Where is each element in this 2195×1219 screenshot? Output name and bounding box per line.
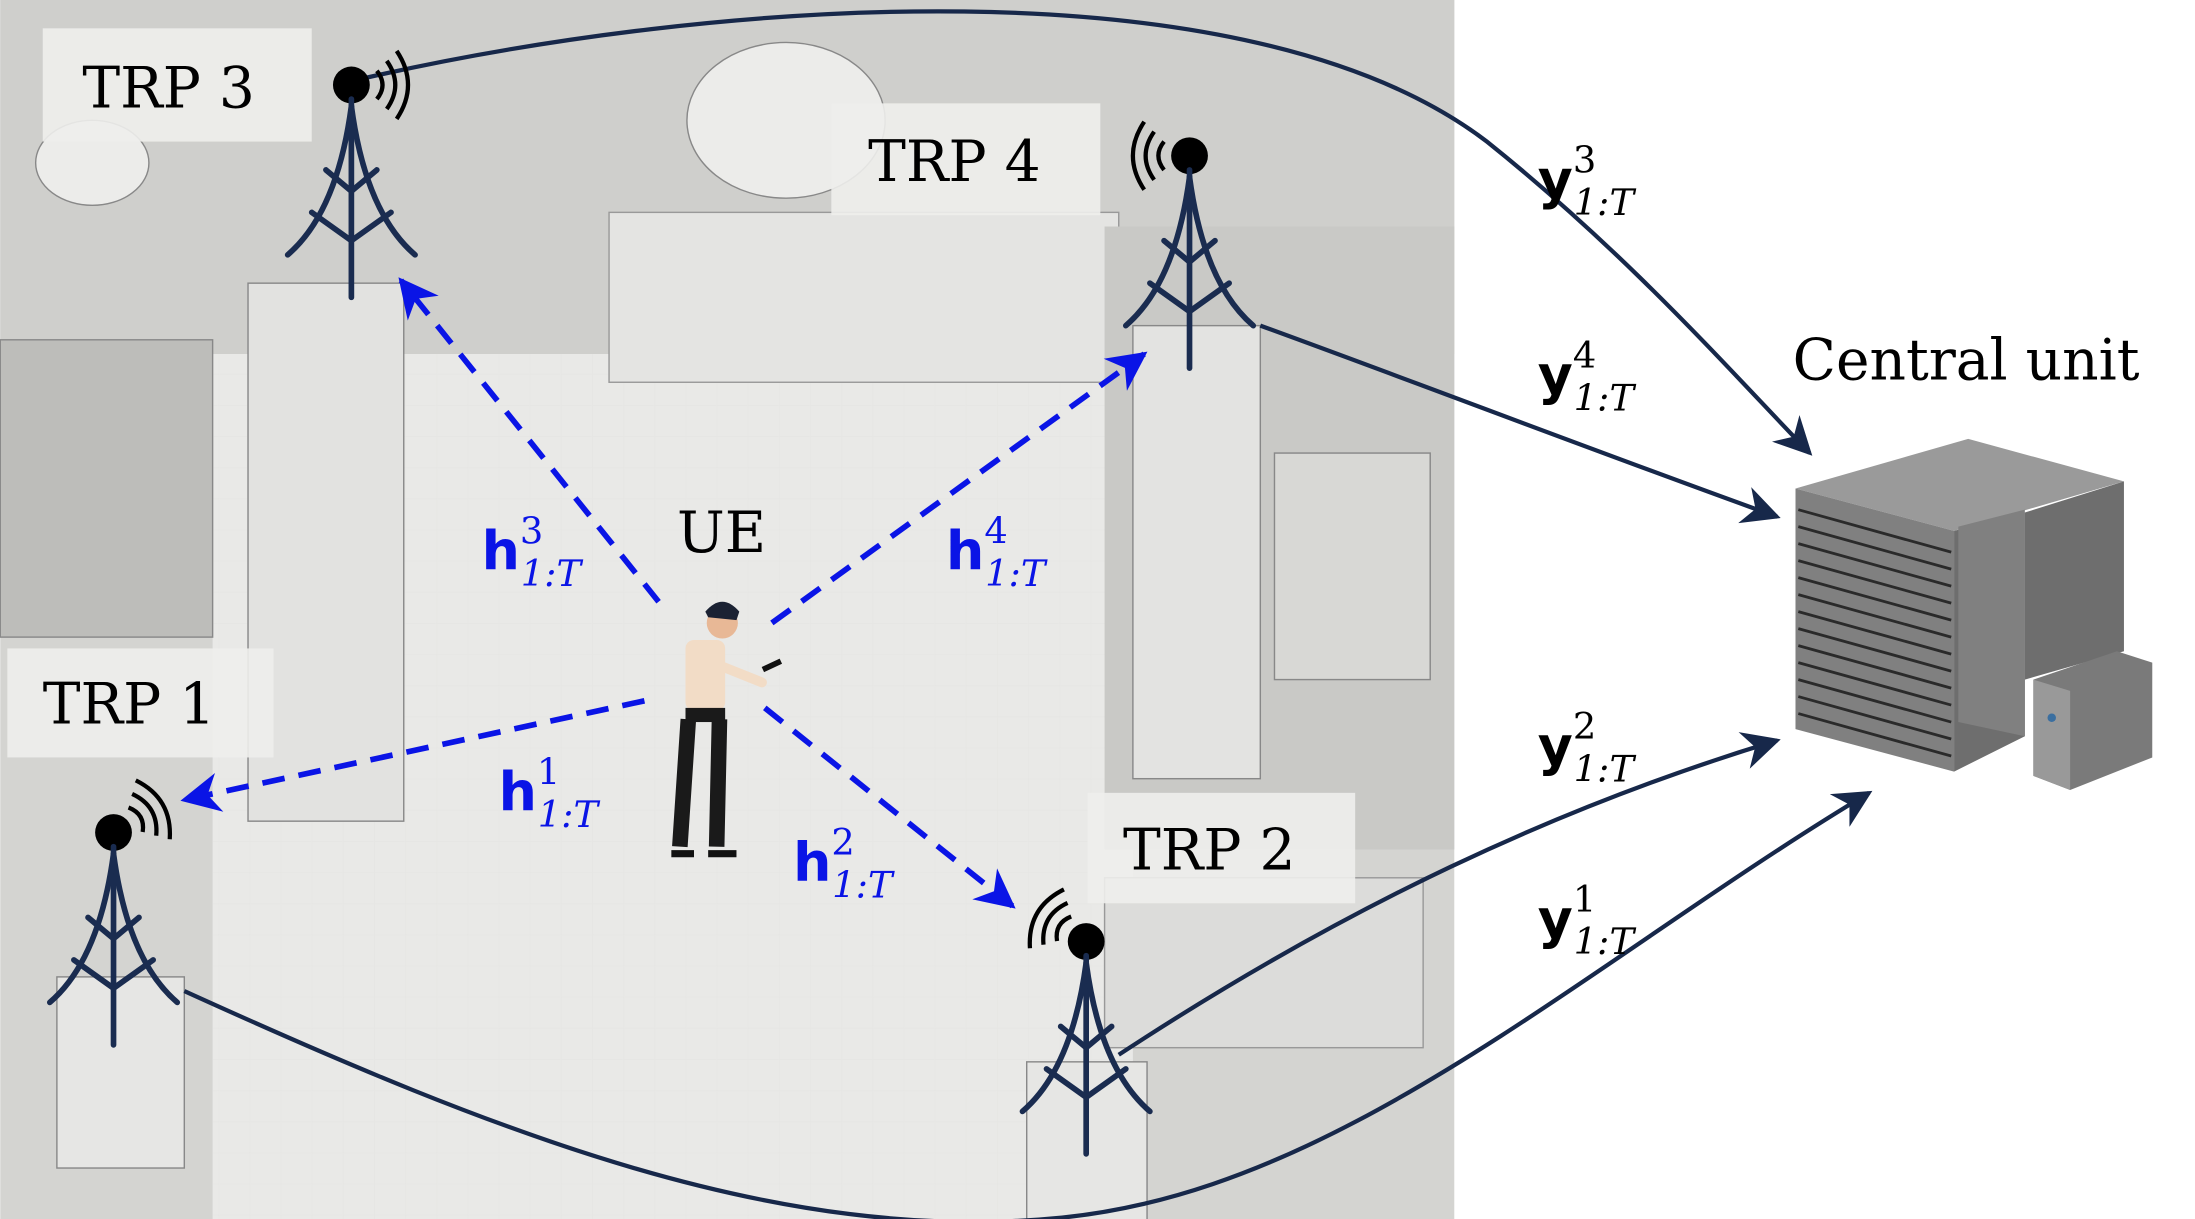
- server-rack-icon: [1795, 438, 2153, 791]
- channel-arrows: [180, 277, 1148, 909]
- link-trp3-to-central-unit: [365, 9, 1813, 456]
- link-trp4-to-central-unit: [1259, 323, 1781, 524]
- central-unit: Central unit: [1793, 327, 2153, 791]
- trp-label: TRP 2: [1123, 817, 1296, 883]
- channel-arrow-4: [770, 351, 1148, 626]
- trp-label: TRP 1: [43, 671, 216, 737]
- channel-arrow-1: [180, 698, 646, 812]
- channel-arrow-3: [398, 277, 661, 604]
- ue-label: UE: [677, 500, 766, 566]
- fronthaul-links: [183, 9, 1873, 1219]
- link-trp1-to-central-unit: [183, 790, 1873, 1219]
- trp-4: TRP 4: [831, 103, 1253, 368]
- trp-2: TRP 2: [1020, 792, 1356, 1154]
- ue: UE: [671, 500, 783, 858]
- trp-3: TRP 3: [42, 28, 415, 297]
- trp-label: TRP 4: [868, 129, 1041, 195]
- channel-arrow-2: [763, 705, 1016, 909]
- link-trp2-to-central-unit: [1117, 732, 1781, 1057]
- trp-1: TRP 1: [7, 648, 274, 1044]
- city-map-background: [0, 0, 1455, 1219]
- trp-label: TRP 3: [82, 56, 255, 122]
- person-with-phone-icon: [671, 601, 783, 858]
- central-unit-label: Central unit: [1793, 327, 2140, 393]
